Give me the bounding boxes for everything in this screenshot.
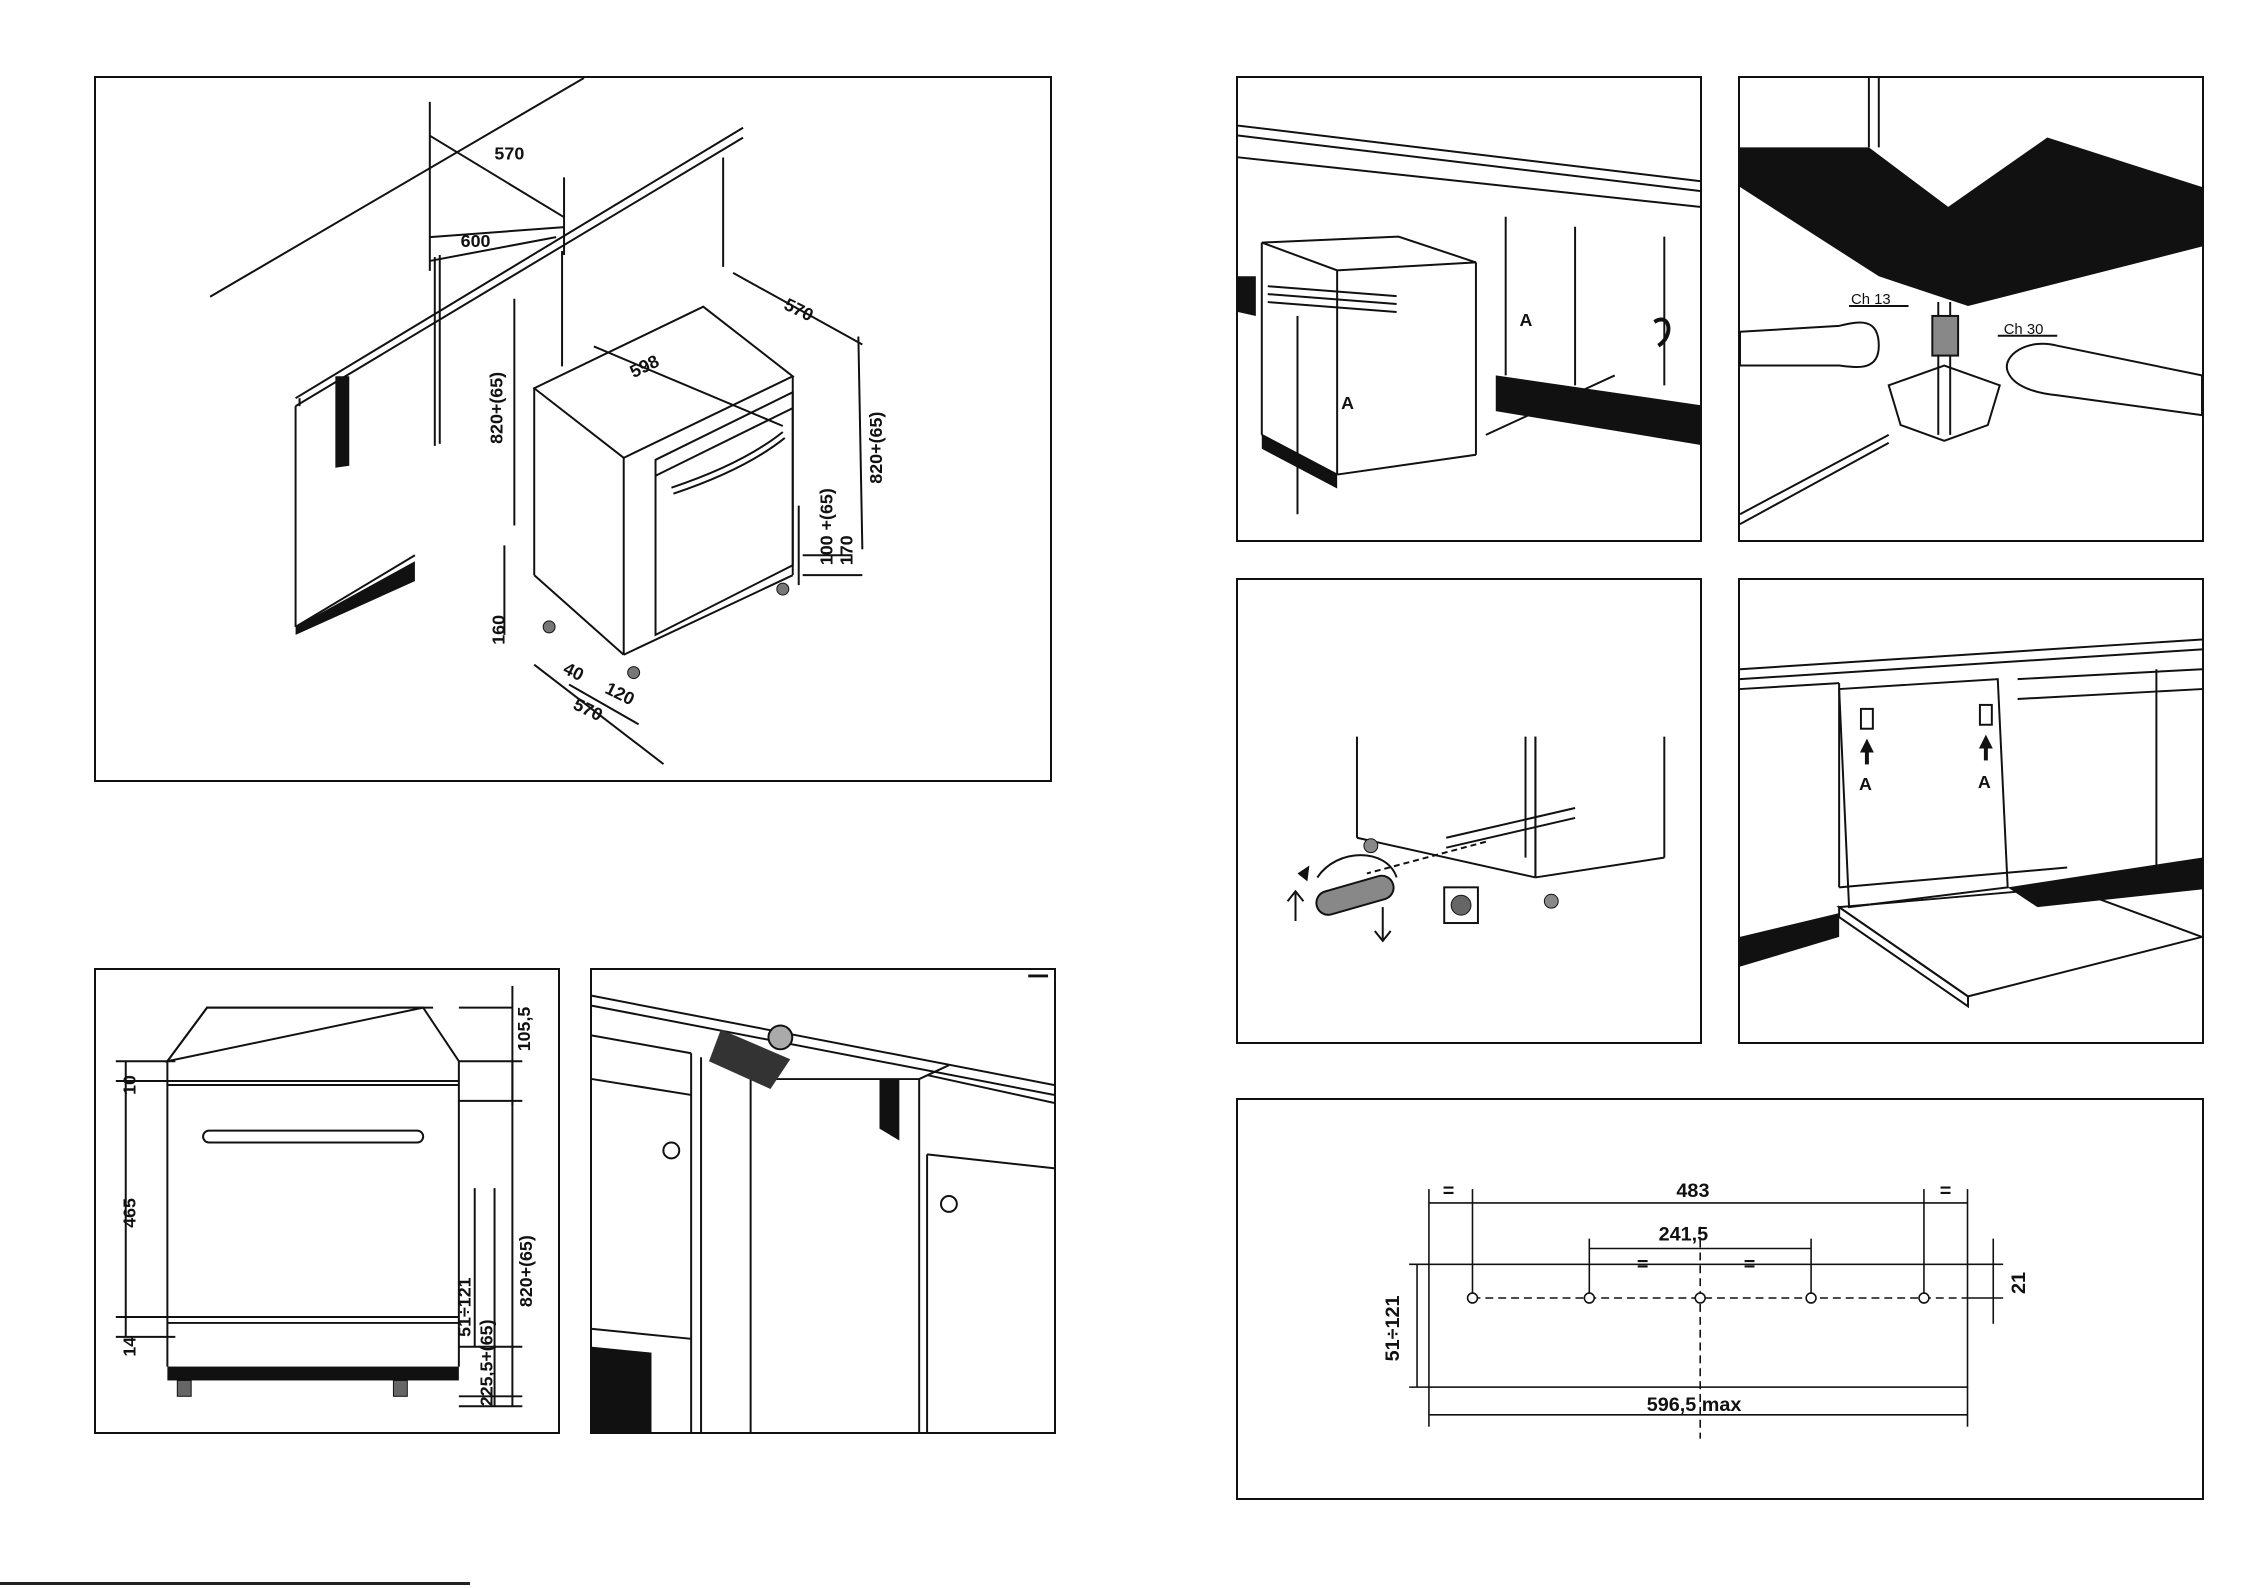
base-depth-label: 570 <box>570 694 606 725</box>
plinth-height-label: 160 <box>488 615 508 645</box>
max-width-label: 596,5 max <box>1647 1394 1742 1416</box>
equal-mark-center-left: = <box>1637 1253 1649 1275</box>
foot-spacing-label: 120 <box>602 678 638 709</box>
panel-fixing-drawing: A A <box>1740 580 2202 1042</box>
panel-fixing-diagram: A A <box>1738 578 2204 1044</box>
rear-foot-screwdriver-drawing <box>1238 580 1700 1042</box>
footer-rule <box>0 1582 470 1585</box>
offset-label: 21 <box>2008 1272 2030 1294</box>
top-height-label: 105,5 <box>514 1007 534 1052</box>
mounting-template-drawing: 483 241,5 = = = = 51÷121 21 596,5 max <box>1238 1100 2202 1498</box>
equal-mark-left: = <box>1443 1180 1455 1202</box>
fixing-mark-a-right: A <box>1978 772 1991 792</box>
upper-width-label: 570 <box>494 144 524 164</box>
niche-insertion-diagram: A A <box>1236 76 1702 542</box>
mark-a-front: A <box>1341 393 1354 413</box>
foot-offset-label: 40 <box>560 658 587 685</box>
worktop-bracket-diagram <box>590 968 1056 1434</box>
mounting-template-diagram: 483 241,5 = = = = 51÷121 21 596,5 max <box>1236 1098 2204 1500</box>
equal-mark-center-right: = <box>1744 1253 1756 1275</box>
height-range-label: 51÷121 <box>1382 1295 1404 1361</box>
mark-a-side: A <box>1520 310 1533 330</box>
total-height-label: 820+(65) <box>516 1235 536 1307</box>
rear-foot-screwdriver-diagram <box>1236 578 1702 1044</box>
foot-extension-label: 100 +(65) <box>817 488 837 565</box>
front-view-drawing: 105,5 10 465 14 51÷121 225,5+(65) 820+(6… <box>96 970 558 1432</box>
small-wrench-label: Ch 13 <box>1851 292 1891 308</box>
panel-height-label: 225,5+(65) <box>477 1319 497 1406</box>
foot-height-label: 170 <box>836 535 856 565</box>
niche-height-label: 820+(65) <box>486 372 506 444</box>
foot-adjustment-diagram: Ch 13 Ch 30 <box>1738 76 2204 542</box>
appliance-width-label: 598 <box>627 351 663 382</box>
rim-height-label: 10 <box>120 1075 140 1095</box>
fixing-mark-a-left: A <box>1859 774 1872 794</box>
foot-adjustment-drawing: Ch 13 Ch 30 <box>1740 78 2202 540</box>
installation-dimensions-drawing: 570 600 570 598 820+(65) 820+(65) 100 +(… <box>96 78 1050 780</box>
leg-range-label: 51÷121 <box>455 1277 475 1336</box>
front-view-diagram: 105,5 10 465 14 51÷121 225,5+(65) 820+(6… <box>94 968 560 1434</box>
installation-dimensions-diagram: 570 600 570 598 820+(65) 820+(65) 100 +(… <box>94 76 1052 782</box>
hole-spacing-overall-label: 483 <box>1676 1180 1709 1202</box>
kick-height-label: 14 <box>120 1337 140 1357</box>
worktop-bracket-drawing <box>592 970 1054 1432</box>
appliance-depth-label: 570 <box>781 294 817 325</box>
hole-spacing-half-label: 241,5 <box>1659 1224 1709 1246</box>
niche-width-label: 600 <box>461 231 491 251</box>
door-height-label: 465 <box>120 1198 140 1228</box>
equal-mark-right: = <box>1940 1180 1952 1202</box>
niche-insertion-drawing: A A <box>1238 78 1700 540</box>
appliance-height-label: 820+(65) <box>866 412 886 484</box>
large-wrench-label: Ch 30 <box>2004 322 2044 338</box>
